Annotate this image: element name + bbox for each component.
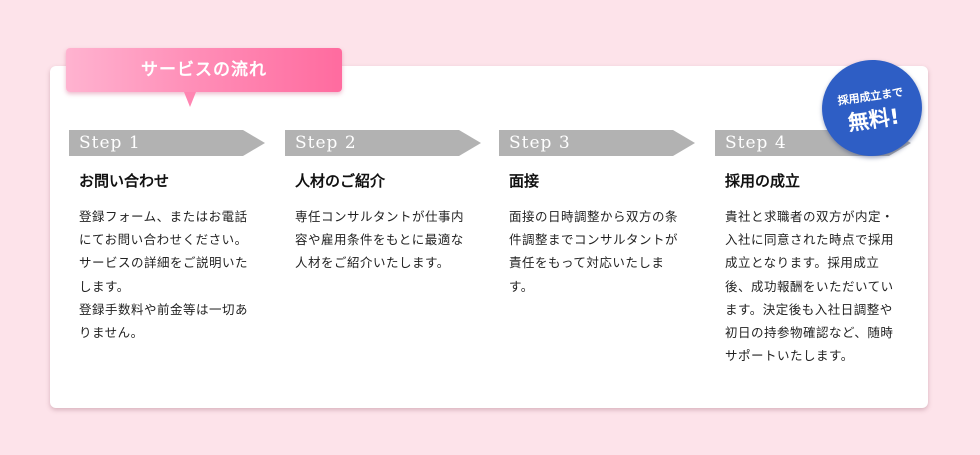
step-4-label: Step 4 bbox=[725, 133, 787, 153]
step-3: Step 3 面接 面接の日時調整から双方の条件調整までコンサルタントが責任をも… bbox=[499, 130, 695, 298]
section-title: サービスの流れ bbox=[141, 60, 267, 80]
step-1-title: お問い合わせ bbox=[79, 172, 170, 190]
step-4-title: 採用の成立 bbox=[725, 172, 801, 190]
service-flow-card bbox=[50, 66, 928, 408]
step-2-arrow-bar: Step 2 bbox=[285, 130, 481, 156]
step-4-description: 貴社と求職者の双方が内定・入社に同意された時点で採用成立となります。採用成立後、… bbox=[725, 209, 895, 364]
step-2-title: 人材のご紹介 bbox=[295, 172, 386, 190]
step-1-description: 登録フォーム、またはお電話にてお問い合わせください。サービスの詳細をご説明いたし… bbox=[79, 209, 249, 341]
step-3-description: 面接の日時調整から双方の条件調整までコンサルタントが責任をもって対応いたします。 bbox=[509, 209, 679, 294]
step-2-label: Step 2 bbox=[295, 133, 357, 153]
step-3-arrow-bar: Step 3 bbox=[499, 130, 695, 156]
step-2: Step 2 人材のご紹介 専任コンサルタントが仕事内容や雇用条件をもとに最適な… bbox=[285, 130, 481, 275]
step-1-arrow-bar: Step 1 bbox=[69, 130, 265, 156]
step-1: Step 1 お問い合わせ 登録フォーム、またはお電話にてお問い合わせください。… bbox=[69, 130, 265, 344]
step-3-label: Step 3 bbox=[509, 133, 571, 153]
step-4: Step 4 採用の成立 貴社と求職者の双方が内定・入社に同意された時点で採用成… bbox=[715, 130, 911, 367]
step-1-label: Step 1 bbox=[79, 133, 141, 153]
step-2-description: 専任コンサルタントが仕事内容や雇用条件をもとに最適な人材をご紹介いたします。 bbox=[295, 209, 465, 271]
section-header-tab: サービスの流れ bbox=[66, 48, 342, 107]
step-3-title: 面接 bbox=[509, 172, 540, 190]
